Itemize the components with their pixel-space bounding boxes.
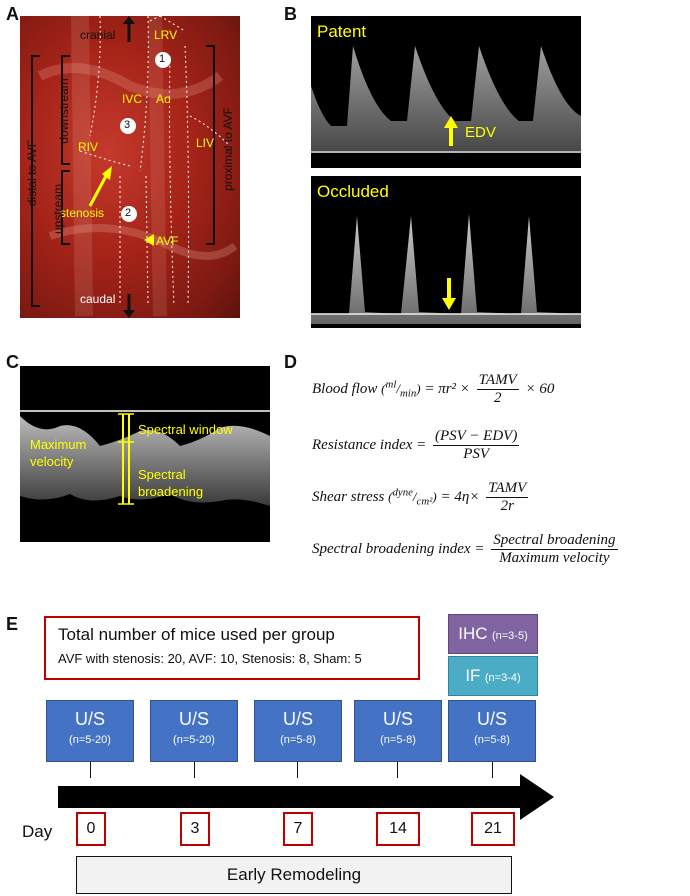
equation-spectral-broadening-index: Spectral broadening index = Spectral bro…: [312, 532, 621, 567]
ihc-n: (n=3-5): [491, 630, 528, 642]
label-avf: AVF: [156, 234, 179, 248]
doppler-spectral: Maximum velocity Spectral window Spectra…: [20, 366, 270, 542]
day-box-14: 14: [376, 812, 420, 846]
label-riv: RIV: [78, 140, 99, 154]
label-maximum-velocity: Maximum velocity: [30, 437, 87, 469]
label-ao: Ao: [156, 92, 171, 106]
label-cranial: cranial: [80, 28, 116, 42]
eq1-tail: × 60: [525, 380, 555, 397]
label-caudal: caudal: [80, 292, 116, 306]
spectral-waveform: [20, 410, 270, 506]
doppler-occluded: Occluded: [311, 176, 581, 328]
us-box-day0: U/S (n=5-20): [46, 700, 134, 762]
label-edv: EDV: [465, 124, 496, 141]
total-mice-title: Total number of mice used per group: [58, 625, 335, 644]
stem-day0: [90, 762, 91, 778]
early-remodeling-label: Early Remodeling: [226, 865, 362, 884]
eq4-den: Maximum velocity: [499, 550, 610, 566]
label-downstream: downstream: [57, 78, 71, 144]
eq1-mid: = πr² ×: [424, 380, 470, 397]
if-label: IF: [465, 666, 481, 685]
eq3-lhs: Shear stress: [312, 488, 385, 505]
label-ivc: IVC: [122, 92, 143, 106]
ihc-box: IHC (n=3-5): [448, 614, 538, 654]
if-box: IF (n=3-4): [448, 656, 538, 696]
eq3-unit-den: cm²: [416, 495, 433, 508]
label-lrv: LRV: [154, 28, 178, 42]
us-n: (n=5-8): [380, 734, 416, 746]
us-label: U/S: [178, 709, 209, 729]
eq3-den: 2r: [500, 498, 514, 514]
stem-day21: [492, 762, 493, 778]
day-box-3: 3: [180, 812, 210, 846]
us-label: U/S: [74, 709, 105, 729]
eq3-num: TAMV: [486, 480, 529, 498]
label-upstream: upstream: [51, 183, 65, 235]
label-spectral-window: Spectral window: [138, 422, 233, 437]
label-occluded: Occluded: [317, 182, 389, 201]
us-label: U/S: [476, 709, 507, 729]
panel-label-e: E: [6, 614, 19, 634]
marker-1: 1: [159, 53, 166, 65]
eq2-lhs: Resistance index =: [312, 436, 427, 453]
us-label: U/S: [282, 709, 313, 729]
label-patent: Patent: [317, 22, 367, 41]
surgical-annotations: [31, 16, 238, 318]
marker-2: 2: [125, 207, 132, 219]
timeline-arrow: [58, 774, 554, 820]
eq2-den: PSV: [463, 446, 490, 462]
label-distal-to-avf: distal to AVF: [25, 139, 39, 207]
eq1-lhs: Blood flow: [312, 380, 378, 397]
marker-3: 3: [124, 119, 131, 131]
occluded-waveform: [311, 214, 581, 324]
us-n: (n=5-8): [474, 734, 510, 746]
day-box-21: 21: [471, 812, 515, 846]
stem-day3: [194, 762, 195, 778]
eq1-unit-den: min: [399, 387, 417, 400]
stem-day7: [297, 762, 298, 778]
day-box-7: 7: [283, 812, 313, 846]
eq1-frac-num: TAMV: [476, 372, 519, 390]
surgical-photo: cranial caudal LRV IVC Ao LIV RIV stenos…: [20, 16, 240, 318]
panel-label-a: A: [6, 4, 19, 24]
stem-day14: [397, 762, 398, 778]
label-stenosis: stenosis: [60, 206, 105, 220]
eq1-frac-den: 2: [493, 390, 502, 406]
day-box-0: 0: [76, 812, 106, 846]
total-mice-box: Total number of mice used per group AVF …: [44, 616, 420, 680]
day-label: Day: [22, 822, 53, 841]
us-box-day21: U/S (n=5-8): [448, 700, 536, 762]
panel-label-d: D: [284, 352, 297, 372]
us-label: U/S: [382, 709, 413, 729]
us-n: (n=5-20): [173, 734, 215, 746]
us-box-day14: U/S (n=5-8): [354, 700, 442, 762]
us-n: (n=5-8): [280, 734, 316, 746]
label-liv: LIV: [196, 136, 215, 150]
doppler-patent: Patent EDV: [311, 16, 581, 168]
eq4-num: Spectral broadening: [491, 532, 618, 550]
eq2-num: (PSV − EDV): [433, 428, 520, 446]
eq3-unit-num: dyne: [392, 486, 413, 499]
panel-label-b: B: [284, 4, 297, 24]
patent-waveform: [311, 46, 581, 153]
total-mice-detail: AVF with stenosis: 20, AVF: 10, Stenosis…: [58, 651, 362, 666]
label-proximal-to-avf: proximal to AVF: [221, 107, 235, 191]
eq3-mid: = 4η×: [440, 488, 480, 505]
early-remodeling-box: Early Remodeling: [76, 856, 512, 894]
us-box-day3: U/S (n=5-20): [150, 700, 238, 762]
label-spectral-broadening: Spectral broadening: [138, 467, 204, 499]
us-box-day7: U/S (n=5-8): [254, 700, 342, 762]
ihc-label: IHC: [458, 624, 488, 643]
us-n: (n=5-20): [69, 734, 111, 746]
if-n: (n=3-4): [484, 672, 521, 684]
eq4-lhs: Spectral broadening index =: [312, 540, 485, 557]
eq1-unit-num: ml: [385, 378, 397, 391]
equation-resistance-index: Resistance index = (PSV − EDV)PSV: [312, 428, 522, 463]
panel-label-c: C: [6, 352, 19, 372]
